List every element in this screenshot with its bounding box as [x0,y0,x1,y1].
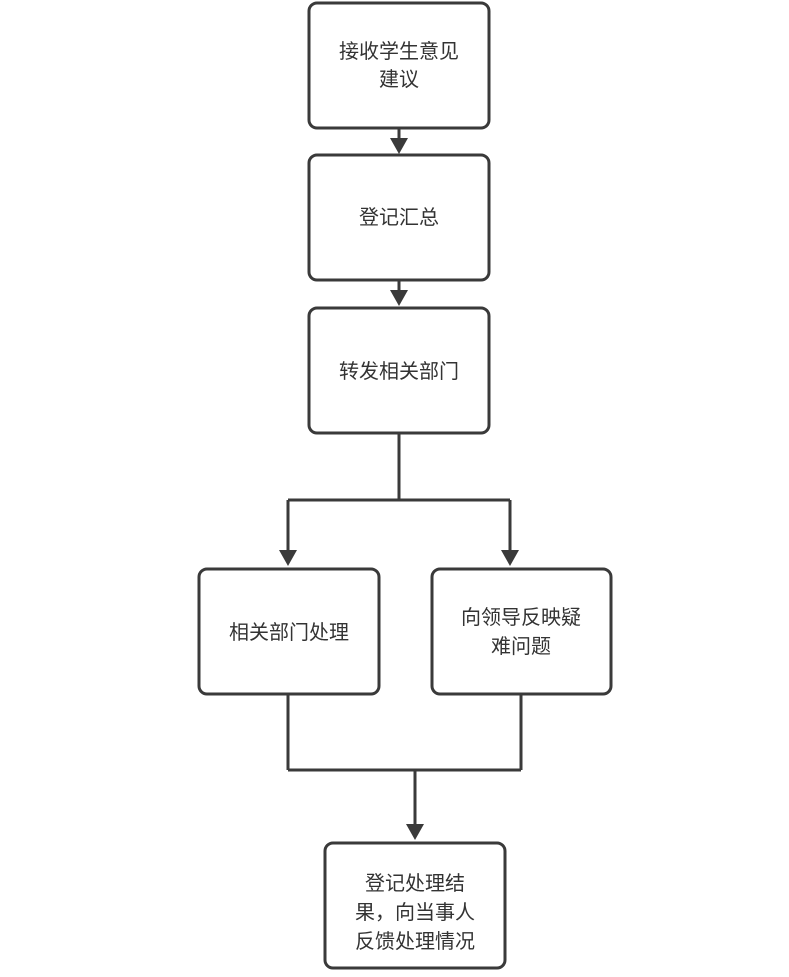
node-register-feedback: 登记处理结 果，向当事人 反馈处理情况 [323,841,507,970]
arrowhead-feedback [406,824,424,840]
node-label: 果，向当事人 [355,900,475,924]
node-label: 难问题 [491,634,551,658]
node-forward-departments: 转发相关部门 [307,306,491,435]
arrowhead-report-leader [501,550,519,566]
node-label: 转发相关部门 [339,359,459,383]
node-register-summary: 登记汇总 [307,153,491,282]
node-label: 向领导反映疑 [461,605,581,629]
node-label: 相关部门处理 [229,620,349,644]
node-box [323,841,507,970]
node-label: 反馈处理情况 [355,929,475,953]
node-box [307,153,491,282]
node-box [197,567,381,696]
node-receive-suggestions: 接收学生意见 建议 [307,1,491,130]
connectors [279,128,523,840]
arrowhead-dept-handle [279,550,297,566]
node-box [307,306,491,435]
node-box [307,1,491,130]
node-label: 建议 [379,67,419,91]
node-label: 登记处理结 [365,871,465,895]
node-label: 登记汇总 [359,205,439,229]
node-department-handling: 相关部门处理 [197,567,381,696]
arrowhead-forward [390,290,408,306]
arrowhead-register [390,138,408,154]
node-report-to-leader: 向领导反映疑 难问题 [430,567,613,696]
node-box [430,567,613,696]
node-label: 接收学生意见 [339,39,459,63]
